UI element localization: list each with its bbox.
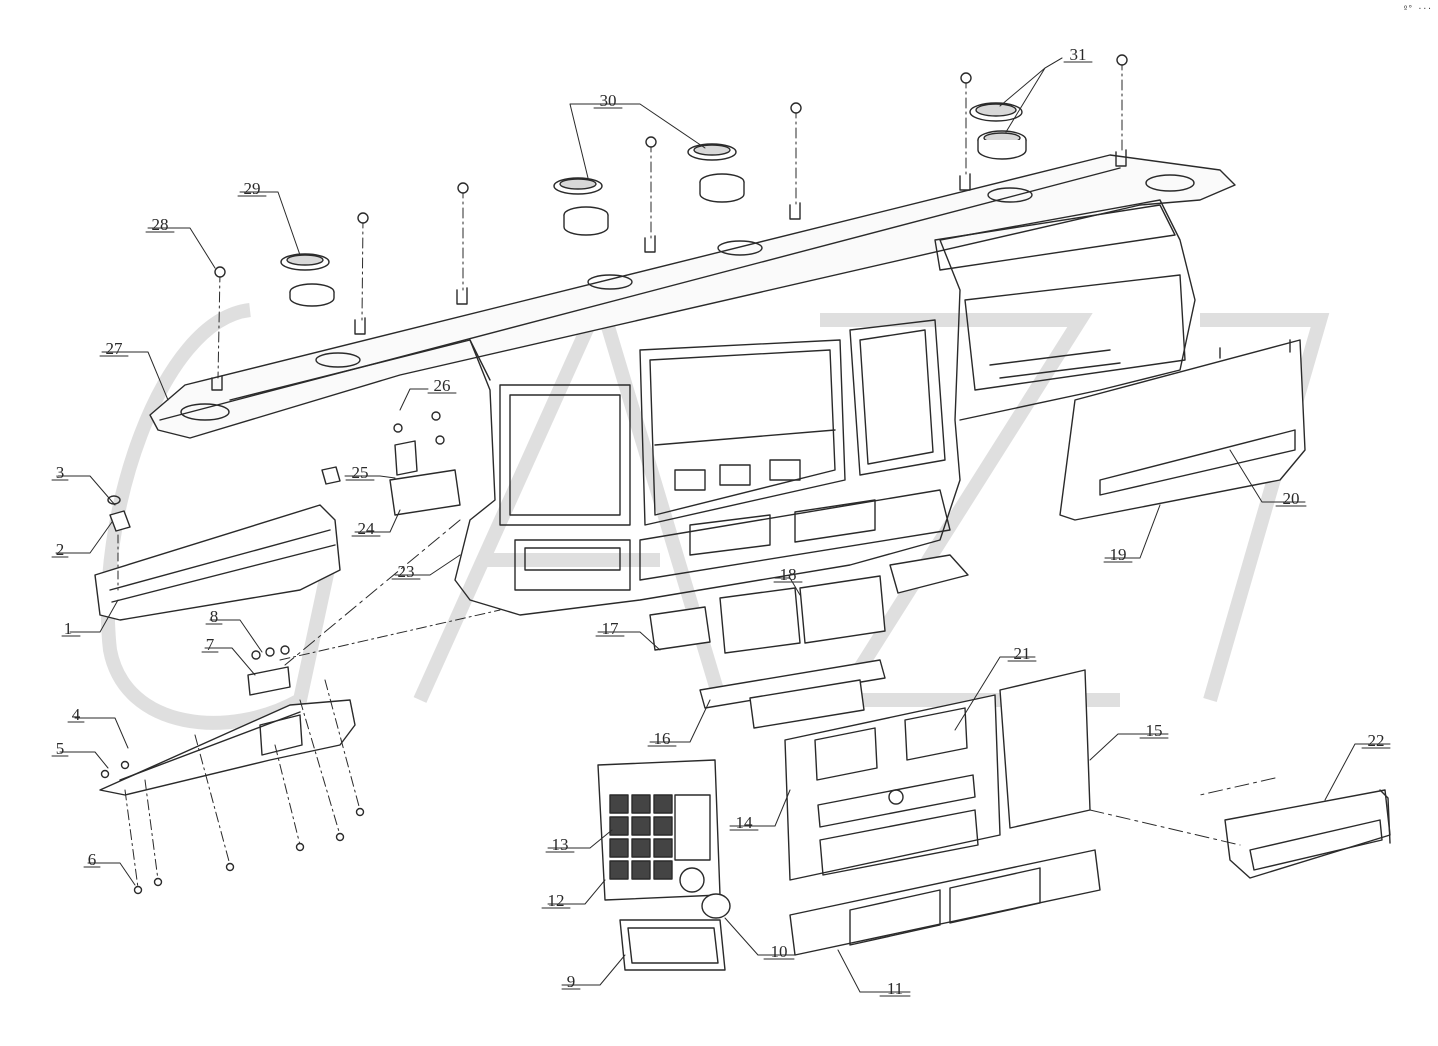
callout-11: 11	[887, 979, 903, 998]
callout-14: 14	[736, 813, 754, 832]
pin-guides	[217, 59, 1123, 379]
callout-18: 18	[780, 565, 797, 584]
callout-29: 29	[244, 179, 261, 198]
callout-13: 13	[552, 835, 569, 854]
callout-27: 27	[106, 339, 124, 358]
part-27-top-panel	[149, 149, 1236, 439]
round-vents	[280, 102, 1027, 307]
pins	[214, 54, 1128, 278]
part-1-left-trim	[94, 504, 341, 621]
part-2-3-clips	[107, 495, 131, 591]
callout-6: 6	[88, 850, 97, 869]
callout-7: 7	[206, 635, 215, 654]
callout-22: 22	[1368, 731, 1385, 750]
screw-guides	[124, 609, 501, 889]
leader-lines	[55, 57, 1391, 993]
part-22-storage-box	[1224, 789, 1391, 879]
dashboard-body	[229, 199, 1196, 616]
callout-8: 8	[210, 607, 219, 626]
connection-lines	[284, 519, 1276, 846]
callout-15: 15	[1146, 721, 1163, 740]
part-24-25-26-bracket	[321, 411, 461, 516]
callout-25: 25	[352, 463, 369, 482]
callout-17: 17	[602, 619, 620, 638]
callout-labels: 1 2 3 4 5 6 7 8 9 10 11 12 13 14 15 16 1…	[56, 45, 1385, 998]
callout-24: 24	[358, 519, 376, 538]
screws	[100, 760, 365, 895]
callout-16: 16	[654, 729, 671, 748]
callout-2: 2	[56, 540, 65, 559]
callout-5: 5	[56, 739, 65, 758]
part-12-13-switch-panel	[597, 759, 731, 971]
callout-12: 12	[548, 891, 565, 910]
callout-19: 19	[1110, 545, 1127, 564]
corner-mark: º° ···	[1403, 4, 1432, 13]
callout-3: 3	[56, 463, 65, 482]
callout-21: 21	[1014, 644, 1031, 663]
part-7-8-bracket	[247, 645, 291, 696]
callout-underlines	[51, 61, 1391, 997]
drawing	[51, 54, 1391, 997]
callout-30: 30	[600, 91, 617, 110]
part-15-console-panel	[784, 669, 1091, 881]
callout-31: 31	[1070, 45, 1087, 64]
callout-9: 9	[567, 972, 576, 991]
part-17-18-center-vents	[649, 554, 969, 729]
part-4-lower-trim	[99, 699, 356, 796]
part-19-glovebox-lid	[1059, 339, 1306, 521]
callout-20: 20	[1283, 489, 1300, 508]
callout-1: 1	[64, 619, 73, 638]
callout-4: 4	[72, 705, 81, 724]
part-11-bottom-strip	[789, 849, 1101, 956]
callout-10: 10	[771, 942, 788, 961]
callout-28: 28	[152, 215, 169, 234]
callout-26: 26	[434, 376, 451, 395]
callout-23: 23	[398, 562, 415, 581]
